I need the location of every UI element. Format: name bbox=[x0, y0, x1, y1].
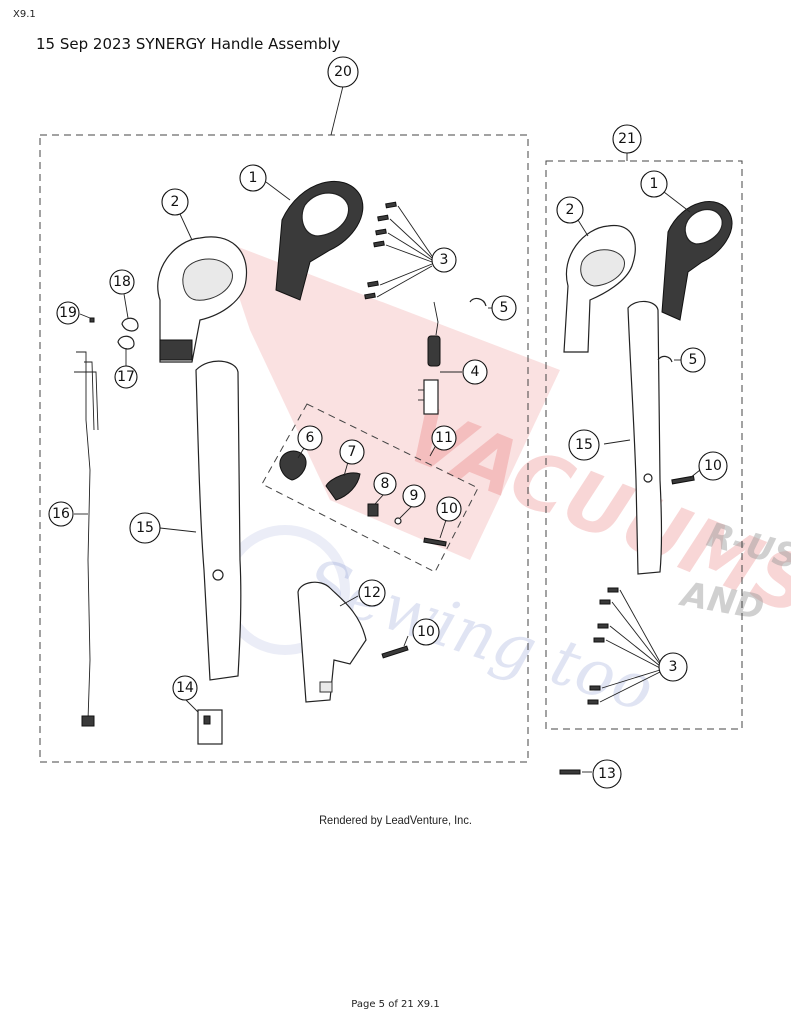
group-20-frame bbox=[39, 134, 529, 763]
svg-text:5: 5 bbox=[689, 352, 698, 368]
watermark-red-shape bbox=[220, 240, 560, 560]
part-7-pedal bbox=[325, 472, 361, 501]
callout-left-15: 15 bbox=[129, 512, 161, 544]
svg-text:3: 3 bbox=[669, 659, 678, 675]
document-code: X9.1 bbox=[13, 9, 36, 20]
callout-left-3: 3 bbox=[431, 247, 457, 273]
svg-text:10: 10 bbox=[417, 624, 435, 640]
part-2-handle-grip-right bbox=[563, 224, 636, 353]
callout-left-9: 9 bbox=[402, 484, 426, 508]
callout-right-15: 15 bbox=[568, 429, 600, 461]
callout-right-1: 1 bbox=[640, 170, 668, 198]
svg-text:11: 11 bbox=[435, 430, 453, 446]
callout-left-10a: 10 bbox=[436, 496, 462, 522]
svg-text:10: 10 bbox=[704, 458, 722, 474]
part-1-handle-grip bbox=[275, 180, 364, 301]
callout-13: 13 bbox=[592, 759, 622, 789]
callout-left-19: 19 bbox=[56, 301, 80, 325]
part-4-cord bbox=[418, 301, 441, 415]
page-title: 15 Sep 2023 SYNERGY Handle Assembly bbox=[36, 35, 341, 53]
svg-text:8: 8 bbox=[381, 476, 390, 492]
svg-text:21: 21 bbox=[618, 131, 636, 147]
callout-left-1: 1 bbox=[239, 164, 267, 192]
svg-text:20: 20 bbox=[334, 64, 352, 80]
part-5-clip-right bbox=[657, 355, 673, 363]
part-3-screws-right bbox=[587, 587, 619, 705]
part-6-knob bbox=[279, 450, 307, 481]
svg-text:1: 1 bbox=[249, 170, 258, 186]
callout-left-18: 18 bbox=[109, 269, 135, 295]
page-footer: Page 5 of 21 X9.1 bbox=[351, 999, 440, 1010]
callout-left-14: 14 bbox=[172, 675, 198, 701]
svg-text:12: 12 bbox=[363, 585, 381, 601]
leader-20 bbox=[330, 85, 344, 136]
callout-right-3: 3 bbox=[658, 652, 688, 682]
callout-20: 20 bbox=[327, 56, 359, 88]
part-13-pin bbox=[559, 769, 581, 775]
callout-left-17: 17 bbox=[114, 365, 138, 389]
part-10-pin-lower bbox=[381, 645, 409, 659]
part-2-handle-grip bbox=[157, 236, 248, 363]
callout-left-10b: 10 bbox=[412, 618, 440, 646]
part-5-clip bbox=[469, 297, 487, 307]
svg-text:2: 2 bbox=[171, 194, 180, 210]
svg-text:17: 17 bbox=[117, 369, 135, 385]
part-16-wire-harness bbox=[74, 351, 99, 727]
svg-text:3: 3 bbox=[440, 252, 449, 268]
callout-right-10: 10 bbox=[698, 451, 728, 481]
part-15-handle-tube-right bbox=[627, 300, 663, 575]
svg-text:6: 6 bbox=[306, 430, 315, 446]
svg-text:5: 5 bbox=[500, 300, 509, 316]
callout-left-6: 6 bbox=[297, 425, 323, 451]
svg-text:9: 9 bbox=[410, 488, 419, 504]
group-21-frame bbox=[545, 160, 743, 730]
svg-text:15: 15 bbox=[136, 520, 154, 536]
callout-left-11: 11 bbox=[431, 425, 457, 451]
callout-left-8: 8 bbox=[373, 472, 397, 496]
group-11-frame bbox=[261, 403, 479, 573]
svg-text:13: 13 bbox=[598, 766, 616, 782]
svg-text:15: 15 bbox=[575, 437, 593, 453]
callout-right-5: 5 bbox=[680, 347, 706, 373]
part-17-cap bbox=[117, 335, 135, 350]
svg-text:2: 2 bbox=[566, 202, 575, 218]
svg-text:14: 14 bbox=[176, 680, 194, 696]
part-10-pin bbox=[423, 537, 447, 547]
part-12-bracket bbox=[297, 581, 367, 703]
callout-left-4: 4 bbox=[462, 359, 488, 385]
svg-text:19: 19 bbox=[59, 305, 77, 321]
svg-text:1: 1 bbox=[650, 176, 659, 192]
part-14-connector bbox=[197, 709, 223, 745]
callout-left-5: 5 bbox=[491, 295, 517, 321]
part-3-screws bbox=[364, 201, 397, 300]
svg-text:7: 7 bbox=[348, 444, 357, 460]
part-18-cap bbox=[121, 317, 139, 332]
svg-text:16: 16 bbox=[52, 506, 70, 522]
svg-text:4: 4 bbox=[471, 364, 480, 380]
part-8-spring bbox=[367, 503, 379, 517]
part-10-pin-right bbox=[671, 475, 695, 485]
part-15-handle-tube bbox=[195, 360, 242, 681]
part-19-small bbox=[89, 317, 95, 323]
callout-21: 21 bbox=[612, 124, 642, 154]
rendered-by-credit: Rendered by LeadVenture, Inc. bbox=[319, 813, 472, 827]
callout-left-2: 2 bbox=[161, 188, 189, 216]
callout-left-12: 12 bbox=[358, 579, 386, 607]
svg-text:10: 10 bbox=[440, 501, 458, 517]
callout-left-16: 16 bbox=[48, 501, 74, 527]
part-9-washer bbox=[394, 517, 402, 525]
callout-left-7: 7 bbox=[339, 439, 365, 465]
callout-right-2: 2 bbox=[556, 196, 584, 224]
svg-text:18: 18 bbox=[113, 274, 131, 290]
part-1-handle-grip-right bbox=[661, 201, 733, 321]
